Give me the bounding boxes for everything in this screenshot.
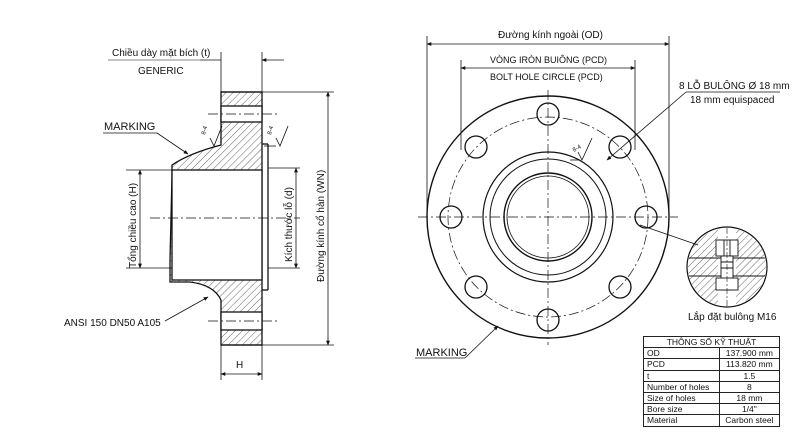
bolt-detail-circle xyxy=(686,226,768,308)
spec-row-value: 1/4" xyxy=(718,403,781,416)
front-marking-label: MARKING xyxy=(416,347,467,359)
bolt-detail xyxy=(686,226,768,308)
bolt-holes-label-2: 18 mm equispaced xyxy=(690,95,775,106)
spec-row-label: OD xyxy=(643,347,720,360)
spec-row-value: Carbon steel xyxy=(718,414,781,427)
spec-row-value: 1.5 xyxy=(718,369,781,382)
spec-row-value: 8 xyxy=(718,380,781,393)
pcd-en-label: BOLT HOLE CIRCLE (PCD) xyxy=(490,72,603,82)
finish-mark-2: 8-4 xyxy=(267,125,275,136)
total-height-label: Tổng chiều cao (H) xyxy=(127,183,139,268)
bolt-holes xyxy=(439,102,658,332)
thickness-label: Chiều dày mặt bích (t) xyxy=(112,47,210,59)
spec-row-value: 18 mm xyxy=(718,391,781,405)
bolt-hole xyxy=(464,275,488,299)
bolt-hole xyxy=(608,275,632,299)
front-centerlines xyxy=(418,90,678,345)
side-centerlines xyxy=(150,113,300,322)
bolt-caption: Lắp đặt bulông M16 xyxy=(688,310,777,323)
bolt-holes-label-1: 8 LỖ BULÔNG Ø 18 mm xyxy=(679,79,790,92)
hub-diameter-label: Đường kính cổ hàn (WN) xyxy=(315,170,327,282)
generic-label: GENERIC xyxy=(138,66,184,77)
side-marking-label: MARKING xyxy=(104,121,155,133)
side-section-view xyxy=(169,91,269,346)
finish-mark-1: 8-4 xyxy=(201,125,209,136)
h-label: H xyxy=(236,360,243,371)
front-dimensions xyxy=(415,36,780,359)
spec-row-value: 137.900 mm xyxy=(718,347,781,360)
outside-diameter-label: Đường kính ngoài (OD) xyxy=(498,30,603,41)
spec-label: ANSI 150 DN50 A105 xyxy=(64,318,161,329)
bore-opening xyxy=(171,169,263,281)
spec-row-value: 113.820 mm xyxy=(718,358,781,371)
bore-size-label: Kích thước lỗ (d) xyxy=(282,187,295,262)
spec-row-label: Number of holes xyxy=(643,380,720,393)
side-dimensions xyxy=(103,52,334,380)
pcd-vn-label: VÒNG IRÒN BUIÔNG (PCD) xyxy=(490,55,607,65)
spec-row-label: t xyxy=(643,369,720,382)
spec-row-label: Bore size xyxy=(643,403,720,416)
spec-row-label: Size of holes xyxy=(643,391,720,405)
spec-table-title: THÔNG SỐ KỸ THUẬT xyxy=(643,335,780,349)
front-finish-mark: 8-4 xyxy=(572,144,583,154)
spec-row-label: PCD xyxy=(643,358,720,371)
spec-row-label: Material xyxy=(643,414,720,427)
bolt-hole xyxy=(608,135,632,159)
bolt-hole xyxy=(464,135,488,159)
